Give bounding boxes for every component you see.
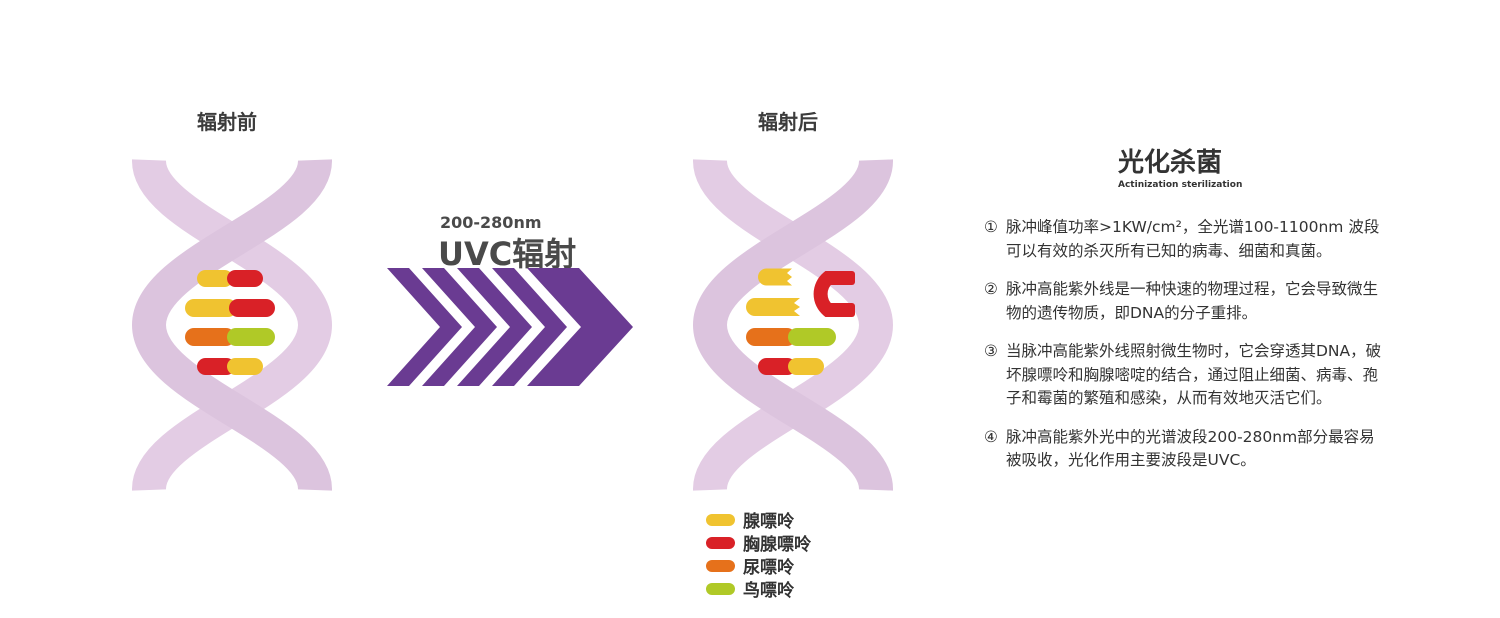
description-item-1: ① 脉冲峰值功率>1KW/cm²，全光谱100-1100nm 波段可以有效的杀灭… [984, 216, 1384, 263]
legend-label: 鸟嘌呤 [743, 581, 794, 601]
base-legend: 腺嘌呤 胸腺嘌呤 尿嘌呤 鸟嘌呤 [706, 508, 811, 601]
chevron-3 [457, 268, 532, 386]
after-caption: 辐射后 [758, 110, 818, 134]
green-pill-icon [706, 582, 735, 595]
dna-helix-before [131, 158, 333, 492]
yellow-pill-icon [706, 513, 735, 526]
legend-item-adenine: 腺嘌呤 [706, 508, 811, 532]
item-number: ① [984, 218, 998, 236]
section-title: 光化杀菌 [1118, 148, 1223, 178]
chevron-1 [387, 268, 462, 386]
item-number: ② [984, 280, 998, 298]
item-text: 当脉冲高能紫外线照射微生物时，它会穿透其DNA，破坏腺嘌呤和胸腺嘧啶的结合，通过… [1006, 342, 1382, 407]
base-pair-4 [758, 358, 824, 375]
base-pair-1 [197, 270, 263, 287]
item-text: 脉冲高能紫外线是一种快速的物理过程，它会导致微生物的遗传物质，即DNA的分子重排… [1006, 280, 1379, 322]
broken-base-pair-2 [746, 298, 800, 316]
description-item-2: ② 脉冲高能紫外线是一种快速的物理过程，它会导致微生物的遗传物质，即DNA的分子… [984, 278, 1384, 325]
section-subtitle: Actinization sterilization [1118, 180, 1243, 190]
helix-backbone [692, 158, 894, 492]
legend-label: 尿嘌呤 [743, 558, 794, 578]
before-caption: 辐射前 [197, 110, 257, 134]
uvc-wavelength-range: 200-280nm [440, 213, 542, 232]
base-pair-2 [185, 299, 275, 317]
description-item-3: ③ 当脉冲高能紫外线照射微生物时，它会穿透其DNA，破坏腺嘌呤和胸腺嘧啶的结合，… [984, 340, 1384, 411]
item-number: ③ [984, 342, 998, 360]
legend-label: 胸腺嘌呤 [743, 535, 811, 555]
description-list: ① 脉冲峰值功率>1KW/cm²，全光谱100-1100nm 波段可以有效的杀灭… [984, 216, 1384, 488]
item-text: 脉冲高能紫外光中的光谱波段200-280nm部分最容易被吸收，光化作用主要波段是… [1006, 427, 1375, 470]
broken-base-pair-1 [758, 268, 792, 286]
red-pill-icon [706, 536, 735, 549]
uvc-radiation-label: UVC辐射 [438, 235, 577, 273]
base-pair-3 [746, 328, 836, 346]
chevron-2 [422, 268, 497, 386]
legend-label: 腺嘌呤 [743, 512, 794, 532]
description-item-4: ④ 脉冲高能紫外光中的光谱波段200-280nm部分最容易被吸收，光化作用主要波… [984, 426, 1384, 473]
displaced-thymine-dimer [813, 271, 855, 317]
chevron-5 [527, 268, 633, 386]
helix-backbone [131, 158, 333, 492]
item-number: ④ [984, 427, 998, 446]
base-pair-3 [185, 328, 275, 346]
dna-helix-after [692, 158, 894, 492]
chevron-4 [492, 268, 567, 386]
legend-item-thymine: 胸腺嘌呤 [706, 531, 811, 555]
irradiation-arrows [387, 268, 633, 386]
item-text: 脉冲峰值功率>1KW/cm²，全光谱100-1100nm 波段可以有效的杀灭所有… [1006, 218, 1380, 260]
base-pair-4 [197, 358, 263, 375]
legend-item-guanine: 鸟嘌呤 [706, 577, 811, 601]
orange-pill-icon [706, 559, 735, 572]
legend-item-uracil: 尿嘌呤 [706, 554, 811, 578]
